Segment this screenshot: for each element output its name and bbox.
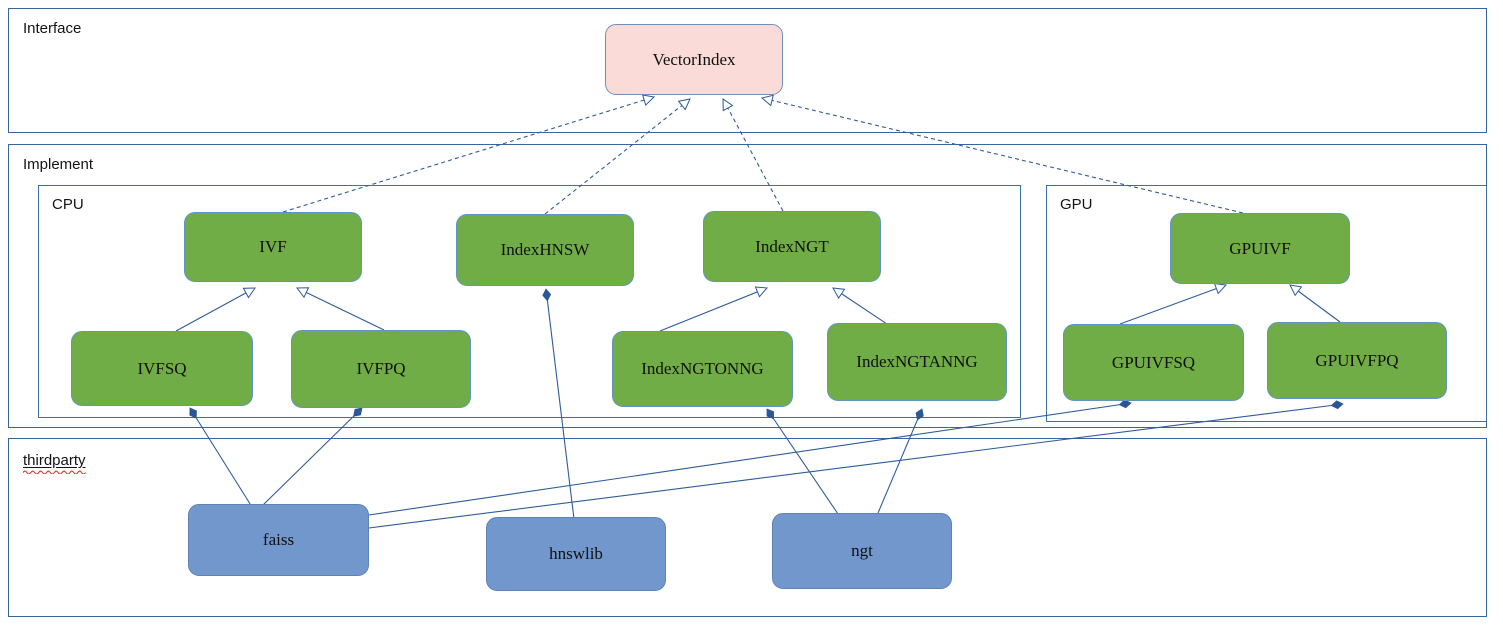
node-faiss[interactable]: faiss bbox=[188, 504, 369, 576]
node-label-gpuivfpq: GPUIVFPQ bbox=[1315, 350, 1399, 370]
node-vectorindex[interactable]: VectorIndex bbox=[605, 24, 783, 95]
node-ivfsq[interactable]: IVFSQ bbox=[71, 331, 253, 406]
node-label-indexngt: IndexNGT bbox=[755, 236, 829, 256]
group-label-cpu: CPU bbox=[52, 196, 84, 213]
node-label-ngt: ngt bbox=[851, 541, 873, 561]
node-ngt[interactable]: ngt bbox=[772, 513, 952, 589]
node-ivfpq[interactable]: IVFPQ bbox=[291, 330, 471, 408]
node-label-ivf: IVF bbox=[259, 237, 287, 257]
node-hnswlib[interactable]: hnswlib bbox=[486, 517, 666, 591]
node-label-ivfsq: IVFSQ bbox=[137, 358, 187, 378]
node-gpuivf[interactable]: GPUIVF bbox=[1170, 213, 1350, 284]
node-ivf[interactable]: IVF bbox=[184, 212, 362, 282]
group-label-thirdparty-text: thirdparty bbox=[23, 452, 86, 469]
group-label-gpu: GPU bbox=[1060, 196, 1093, 213]
node-label-indexngtanng: IndexNGTANNG bbox=[856, 352, 978, 372]
node-gpuivfsq[interactable]: GPUIVFSQ bbox=[1063, 324, 1244, 401]
node-gpuivfpq[interactable]: GPUIVFPQ bbox=[1267, 322, 1447, 399]
node-label-hnswlib: hnswlib bbox=[549, 544, 603, 564]
node-label-gpuivfsq: GPUIVFSQ bbox=[1111, 352, 1196, 372]
node-label-faiss: faiss bbox=[262, 530, 295, 550]
node-label-indexngtonng: IndexNGTONNG bbox=[641, 359, 764, 379]
node-label-ivfpq: IVFPQ bbox=[356, 359, 406, 379]
node-indexngtanng[interactable]: IndexNGTANNG bbox=[827, 323, 1007, 401]
spellcheck-underline-icon bbox=[23, 470, 86, 474]
group-label-implement: Implement bbox=[23, 156, 94, 173]
node-label-gpuivf: GPUIVF bbox=[1229, 238, 1291, 258]
group-label-thirdparty: thirdparty bbox=[23, 452, 86, 474]
node-indexngt[interactable]: IndexNGT bbox=[703, 211, 881, 282]
node-indexhnsw[interactable]: IndexHNSW bbox=[456, 214, 634, 286]
group-label-interface: Interface bbox=[23, 20, 82, 37]
node-indexngtonng[interactable]: IndexNGTONNG bbox=[612, 331, 793, 407]
node-label-indexhnsw: IndexHNSW bbox=[500, 240, 590, 260]
node-label-vectorindex: VectorIndex bbox=[652, 49, 736, 69]
